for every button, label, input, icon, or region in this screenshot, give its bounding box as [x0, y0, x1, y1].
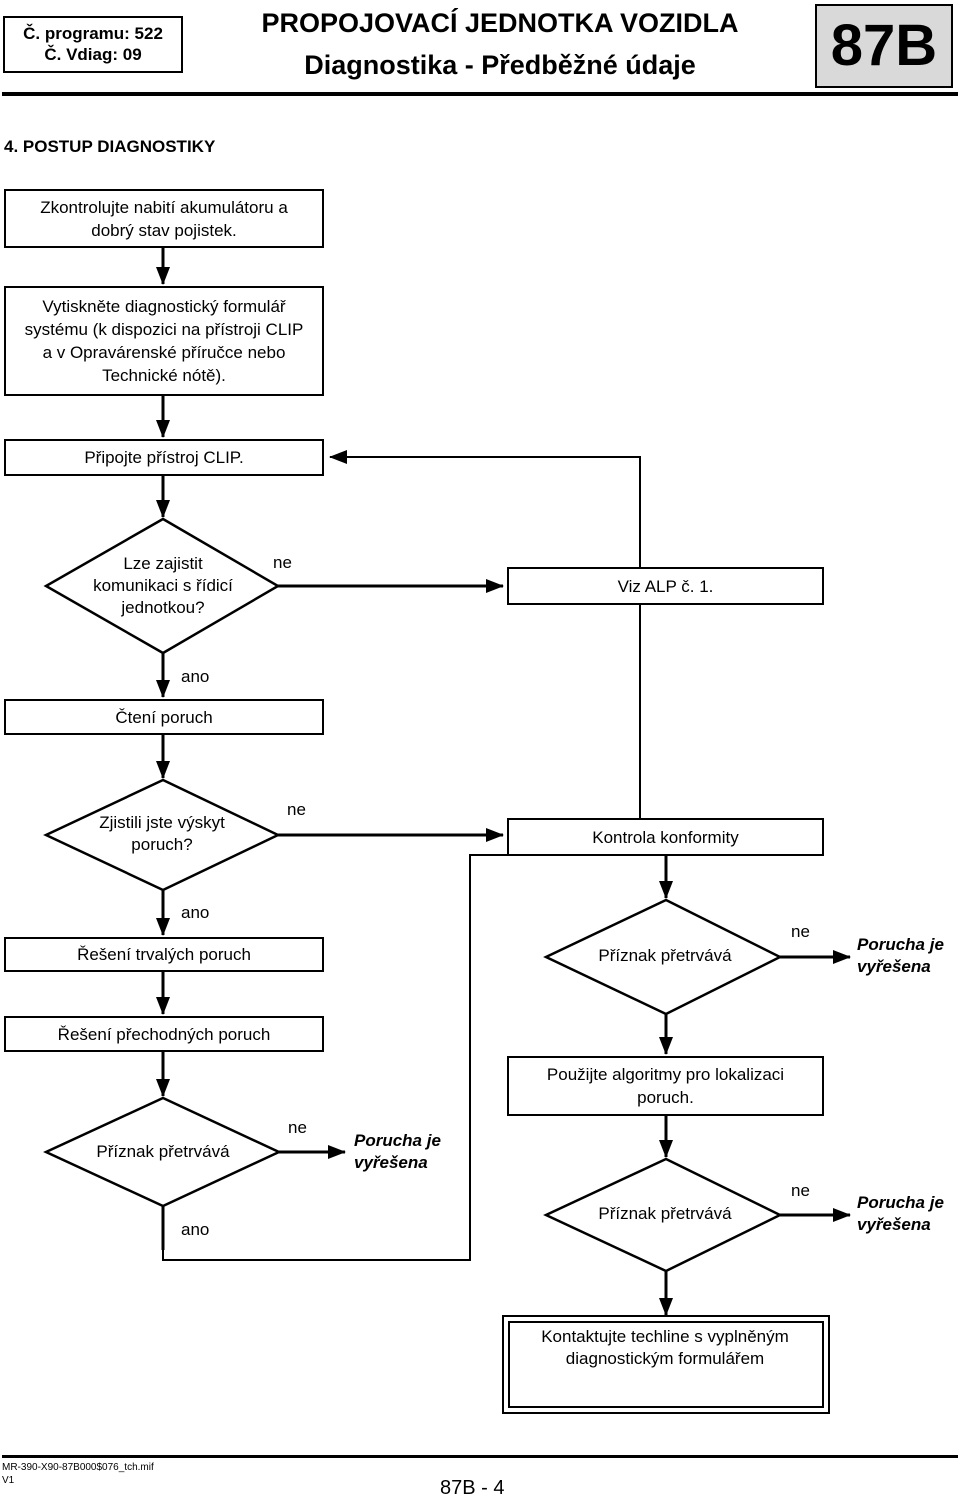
- step-check-battery: Zkontrolujte nabití akumulátoru a dobrý …: [4, 189, 324, 248]
- step-permanent-faults-text: Řešení trvalých poruch: [77, 945, 251, 964]
- decision-faults: [43, 778, 281, 892]
- communication-question: Lze zajistit komunikaci s řídicí jednotk…: [93, 554, 233, 617]
- fault-solved-2: Porucha je vyřešena: [354, 1131, 441, 1172]
- yes-label-symptom-2: ano: [181, 1220, 210, 1239]
- step-conformity-check-text: Kontrola konformity: [592, 827, 739, 847]
- step-check-battery-text: Zkontrolujte nabití akumulátoru a dobrý …: [40, 197, 288, 240]
- yes-label-communication: ano: [181, 667, 210, 686]
- faults-question: Zjistili jste výskyt poruch?: [99, 813, 225, 854]
- vdiag-number: Č. Vdiag: 09: [44, 45, 142, 64]
- step-see-alp-text: Viz ALP č. 1.: [617, 576, 714, 596]
- step-contact-techline-text: Kontaktujte techline s vyplněným diagnos…: [541, 1327, 789, 1368]
- page-subtitle: Diagnostika - Předběžné údaje: [304, 50, 696, 80]
- section-title: 4. POSTUP DIAGNOSTIKY: [4, 137, 216, 156]
- step-connect-clip: Připojte přístroj CLIP.: [4, 439, 324, 476]
- header-rule: [2, 92, 958, 96]
- step-connect-clip-text: Připojte přístroj CLIP.: [84, 448, 244, 467]
- decision-communication: [43, 517, 281, 655]
- section-code: 87B: [815, 4, 953, 88]
- symptom-persists-1: Příznak přetrvává: [598, 946, 732, 965]
- step-conformity-check: Kontrola konformity: [507, 818, 824, 856]
- no-label-symptom-3: ne: [791, 1181, 810, 1200]
- step-transient-faults-text: Řešení přechodných poruch: [57, 1024, 271, 1044]
- no-label-communication: ne: [273, 553, 292, 572]
- step-transient-faults: Řešení přechodných poruch: [4, 1016, 324, 1052]
- fault-solved-1: Porucha je vyřešena: [857, 935, 944, 976]
- symptom-persists-3: Příznak přetrvává: [598, 1204, 732, 1223]
- decision-symptom-1: [543, 898, 783, 1016]
- doc-id: MR-390-X90-87B000$076_tch.mif: [2, 1462, 154, 1473]
- step-use-algorithms-text: Použijte algoritmy pro lokalizaci poruch…: [546, 1065, 785, 1107]
- footer-rule: [2, 1455, 958, 1458]
- step-read-faults: Čtení poruch: [4, 699, 324, 735]
- no-label-symptom-1: ne: [791, 922, 810, 941]
- no-label-symptom-2: ne: [288, 1118, 307, 1137]
- fault-solved-3: Porucha je vyřešena: [857, 1193, 944, 1234]
- step-permanent-faults: Řešení trvalých poruch: [4, 937, 324, 972]
- yes-label-faults: ano: [181, 903, 210, 922]
- step-see-alp: Viz ALP č. 1.: [507, 567, 824, 605]
- page-title: PROPOJOVACÍ JEDNOTKA VOZIDLA: [261, 8, 739, 38]
- step-read-faults-text: Čtení poruch: [115, 707, 213, 727]
- step-print-form: Vytiskněte diagnostický formulář systému…: [4, 286, 324, 396]
- symptom-persists-2: Příznak přetrvává: [96, 1142, 230, 1161]
- step-contact-techline: Kontaktujte techline s vyplněným diagnos…: [540, 1326, 790, 1370]
- program-number: Č. programu: 522: [23, 24, 163, 43]
- step-use-algorithms: Použijte algoritmy pro lokalizaci poruch…: [507, 1056, 824, 1116]
- program-info-box: Č. programu: 522 Č. Vdiag: 09: [3, 16, 183, 73]
- page-number: 87B - 4: [440, 1477, 505, 1499]
- decision-symptom-2: [43, 1096, 282, 1208]
- no-label-faults: ne: [287, 800, 306, 819]
- step-print-form-text: Vytiskněte diagnostický formulář systému…: [24, 297, 304, 385]
- version: V1: [2, 1475, 15, 1486]
- decision-symptom-3: [543, 1157, 783, 1273]
